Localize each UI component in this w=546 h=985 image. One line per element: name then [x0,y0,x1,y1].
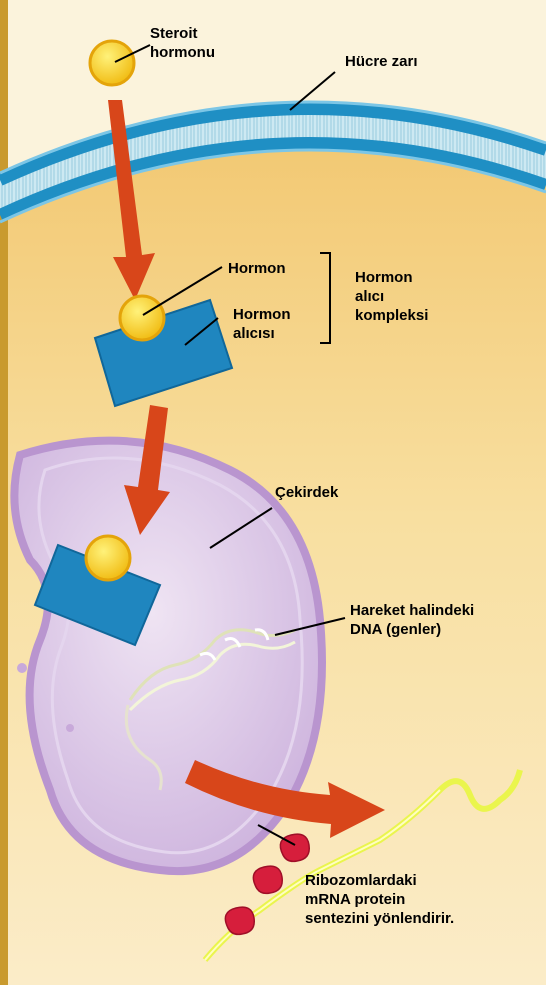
steroid-hormone-molecule [90,41,134,85]
label-complex-line-1: Hormon [355,268,428,287]
label-cell-membrane: Hücre zarı [345,52,418,71]
label-active-dna-line-1: Hareket halindeki [350,601,474,620]
label-active-dna-line-2: DNA (genler) [350,620,474,639]
label-steroid-hormone-line-1: Steroit [150,24,215,43]
label-ribosome-line-1: Ribozomlardaki [305,871,454,890]
label-hormone-receptor-complex: Hormon alıcı kompleksi [355,268,428,325]
nuclear-bound-hormone [86,536,130,580]
label-hormone-receptor: Hormon alıcısı [233,305,291,343]
page-edge [0,0,8,985]
label-ribosome-mrna: Ribozomlardaki mRNA protein sentezini yö… [305,871,454,928]
label-hormone: Hormon [228,259,286,278]
label-hormone-receptor-line-1: Hormon [233,305,291,324]
label-ribosome-line-2: mRNA protein [305,890,454,909]
label-hormone-text: Hormon [228,259,286,278]
label-nucleus-text: Çekirdek [275,483,338,502]
label-ribosome-line-3: sentezini yönlendirir. [305,909,454,928]
label-active-dna: Hareket halindeki DNA (genler) [350,601,474,639]
bound-hormone [120,296,164,340]
label-steroid-hormone: Steroit hormonu [150,24,215,62]
label-steroid-hormone-line-2: hormonu [150,43,215,62]
label-hormone-receptor-line-2: alıcısı [233,324,291,343]
label-complex-line-2: alıcı [355,287,428,306]
label-cell-membrane-text: Hücre zarı [345,52,418,71]
label-complex-line-3: kompleksi [355,306,428,325]
label-nucleus: Çekirdek [275,483,338,502]
